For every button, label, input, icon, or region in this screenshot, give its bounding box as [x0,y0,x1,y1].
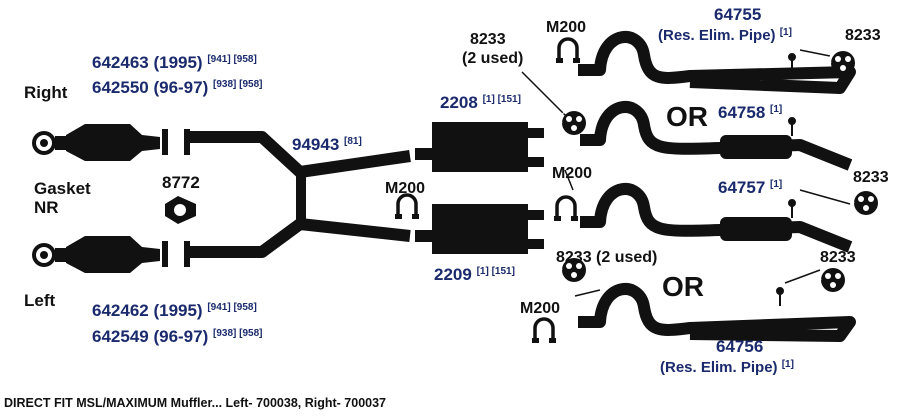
right-label: Right [24,83,68,102]
left-flange [32,243,67,267]
part-64757: 64757 [1] [718,178,782,197]
part-642549: 642549 (96-97) [938] [958] [92,327,262,346]
footer-note: DIRECT FIT MSL/MAXIMUM Muffler... Left- … [4,396,387,410]
m200-clamp-top [554,37,582,65]
m200-clamp-bottom [530,317,558,345]
y-pipe-crossover [296,170,306,226]
left-pipe-flange [184,241,190,267]
hanger-pins [776,53,796,306]
leader-lines [521,49,851,297]
right-catalytic-converter [66,124,160,161]
part-642550: 642550 (96-97) [938] [958] [92,78,262,97]
hanger-8233-2used-top-label-a: 8233 [470,31,506,48]
tailpipe-64757 [580,183,853,253]
hanger-8233-bottom-right-label: 8233 [820,249,856,266]
muffler-2209 [415,204,544,254]
hanger-8233-bottom-right [819,266,846,293]
gasket-8772 [165,196,196,224]
gasket-label: Gasket [34,179,91,198]
left-cat-flange [162,241,168,267]
or-bottom: OR [662,271,704,302]
right-flange [32,131,67,155]
part-642462: 642462 (1995) [941] [958] [92,301,257,320]
part-94943: 94943 [81] [292,135,362,154]
hanger-8233-mid-right [852,189,879,216]
part-64755-desc: (Res. Elim. Pipe) [1] [658,27,792,44]
hanger-8233-2used-mid-label: 8233 (2 used) [556,249,657,266]
m200-center-label: M200 [385,180,425,197]
part-64756: 64756 [716,337,763,356]
part-64755: 64755 [714,5,761,24]
m200-bottom-label: M200 [520,300,560,317]
resonator-64758 [720,135,792,159]
nr-label: NR [34,198,59,217]
part-2208: 2208 [1] [151] [440,93,521,112]
muffler-2208 [415,122,544,172]
m200-clamp-mid [552,195,580,223]
part-64756-desc: (Res. Elim. Pipe) [1] [660,359,794,376]
part-8772: 8772 [162,173,200,192]
part-64758: 64758 [1] [718,103,782,122]
tailpipe-64756 [578,283,856,342]
m200-clamp-center [393,193,421,221]
hanger-8233-mid-right-label: 8233 [853,169,889,186]
hanger-8233-top-left [560,109,587,136]
resonator-64757 [720,217,792,241]
hanger-8233-2used-top-label-b: (2 used) [462,50,523,67]
m200-mid-label: M200 [552,165,592,182]
right-cat-flange [162,129,168,155]
part-642463: 642463 (1995) [941] [958] [92,53,257,72]
right-pipe-flange [184,129,190,155]
tailpipe-64758 [580,101,853,171]
tailpipe-64755 [578,31,856,94]
y-pipe-left-leg [190,218,411,258]
part-2209: 2209 [1] [151] [434,265,515,284]
m200-top-label: M200 [546,19,586,36]
left-catalytic-converter [66,236,160,273]
hanger-8233-top-right-label: 8233 [845,27,881,44]
or-top: OR [666,101,708,132]
left-label: Left [24,291,56,310]
y-pipe-right-leg [190,131,411,178]
